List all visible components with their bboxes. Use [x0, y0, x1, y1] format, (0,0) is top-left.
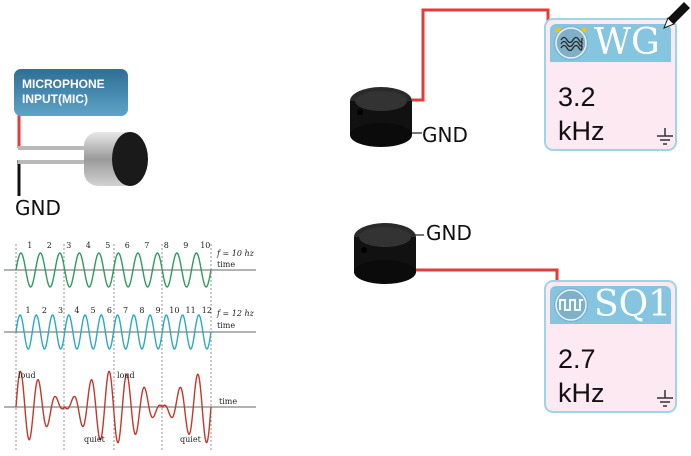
row1-tick-6: 7	[144, 241, 149, 250]
mic-badge-line2: INPUT(MIC)	[22, 92, 88, 106]
row1-tick-1: 2	[47, 241, 52, 250]
buzzer-top-icon[interactable]	[348, 82, 414, 148]
row3-quiet-label: quiet	[84, 435, 106, 444]
row2-tick-8: 9	[156, 306, 161, 315]
row1-tick-5: 6	[125, 241, 130, 250]
wg-card-header: WG	[550, 22, 671, 63]
row2-axis-label: time	[217, 321, 235, 330]
row3-axis-label: time	[219, 397, 237, 406]
ground-icon	[657, 390, 673, 407]
row1-tick-8: 9	[183, 241, 188, 250]
row1-tick-0: 1	[27, 241, 32, 250]
wg-generator-card[interactable]: WG 3.2 kHz	[544, 18, 677, 151]
wg-signal-wire	[412, 8, 550, 102]
square-wave-icon[interactable]	[554, 288, 588, 322]
row1-tick-7: 8	[164, 241, 169, 250]
row3-loud-label: loud	[18, 371, 36, 380]
sq1-signal-wire	[412, 268, 559, 286]
wg-title: WG	[594, 22, 660, 63]
row1-tick-2: 3	[66, 241, 71, 250]
row1-wave-10hz	[15, 252, 212, 288]
mic-gnd-label: GND	[15, 196, 61, 220]
row3-beat-wave	[15, 370, 212, 444]
row2-tick-11: 12	[202, 306, 212, 315]
row1-axis-label: time	[217, 260, 235, 269]
row2-tick-10: 11	[186, 306, 196, 315]
row1-tick-9: 10	[200, 241, 210, 250]
sq1-frequency-unit: kHz	[558, 378, 605, 408]
row2-tick-6: 7	[123, 306, 128, 315]
row2-tick-4: 5	[91, 306, 96, 315]
row2-tick-7: 8	[139, 306, 144, 315]
row3-loud-label-2: loud	[117, 371, 135, 380]
row2-tick-5: 6	[107, 306, 112, 315]
row2-tick-1: 2	[42, 306, 47, 315]
buzzer-top-gnd-label: GND	[422, 123, 468, 147]
row2-tick-0: 1	[26, 306, 31, 315]
row1-frequency-label: f = 10 hz	[216, 249, 255, 258]
wg-frequency-value: 3.2	[558, 82, 596, 112]
row2-tick-3: 4	[74, 306, 79, 315]
mic-badge-line1: MICROPHONE	[22, 77, 105, 91]
row2-tick-9: 10	[169, 306, 179, 315]
buzzer-bottom-icon[interactable]	[352, 220, 418, 286]
row2-frequency-label: f = 12 hz	[216, 309, 255, 318]
wg-frequency-unit: kHz	[558, 116, 605, 146]
sq1-generator-card[interactable]: SQ1 2.7 kHz	[544, 280, 677, 413]
row3-quiet-label-2: quiet	[180, 435, 202, 444]
row2-wave-12hz	[15, 314, 212, 350]
row2-tick-2: 3	[58, 306, 63, 315]
row1-tick-3: 4	[86, 241, 91, 250]
microphone-input-badge[interactable]: MICROPHONE INPUT(MIC)	[14, 69, 128, 116]
buzzer-bottom-gnd-label: GND	[426, 221, 472, 245]
pencil-edit-icon[interactable]	[660, 0, 691, 32]
sq1-frequency-value: 2.7	[558, 344, 596, 374]
microphone-icon[interactable]	[18, 125, 158, 195]
sine-wave-icon[interactable]	[554, 26, 588, 60]
ground-icon	[657, 128, 673, 145]
sq1-title: SQ1	[594, 284, 672, 325]
row1-tick-4: 5	[105, 241, 110, 250]
sq1-card-header: SQ1	[550, 284, 672, 325]
